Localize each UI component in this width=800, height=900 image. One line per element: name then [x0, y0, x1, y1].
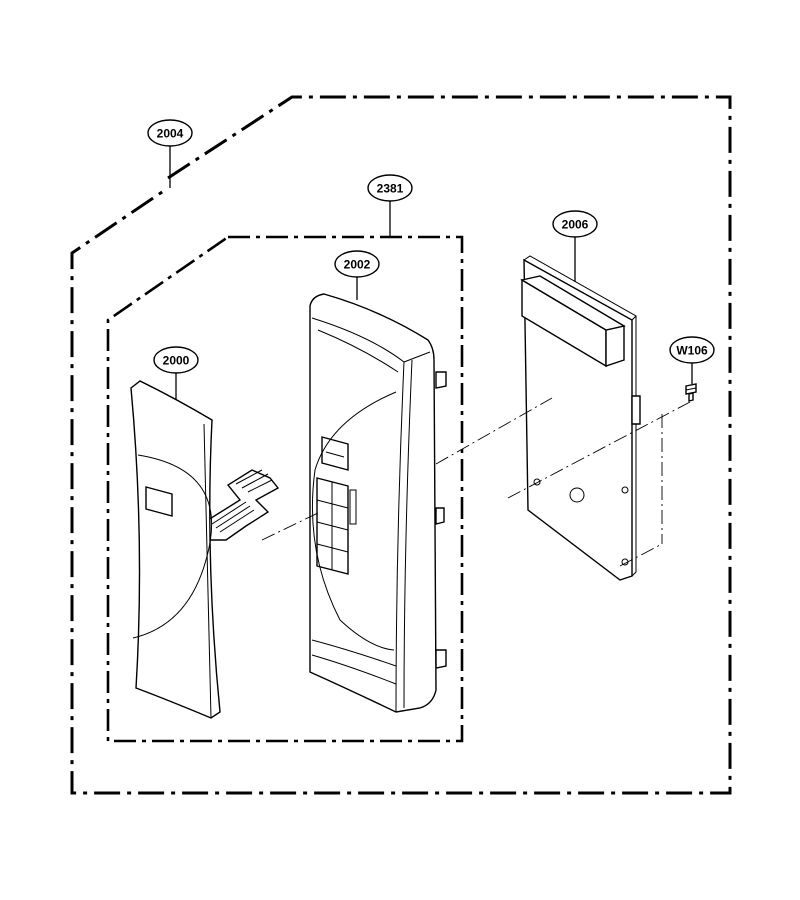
inner-assembly-boundary: [106, 235, 464, 743]
pcb-center-hole: [569, 487, 585, 503]
callout-2002-label: 2002: [344, 258, 371, 272]
callout-2006-label: 2006: [562, 218, 589, 232]
callout-2381-label: 2381: [377, 182, 404, 196]
callout-2381: 2381: [367, 174, 413, 202]
pcb-mounting-hole: [621, 486, 629, 494]
centerline-frame-to-pcb: [435, 397, 553, 465]
callout-2004: 2004: [147, 119, 193, 147]
centerline-screw-bottom: [619, 543, 663, 567]
overlay-graphic-curve: [132, 454, 213, 639]
part-w106-screw: [685, 383, 697, 402]
frame-graphic-curve: [311, 391, 397, 651]
ribbon-cable: [207, 469, 280, 541]
centerline-overlay-to-frame: [261, 511, 321, 541]
pcb-mounting-hole: [533, 478, 541, 486]
centerline-screw-top: [507, 401, 691, 499]
frame-display-window: [321, 436, 349, 471]
callout-2004-label: 2004: [157, 127, 184, 141]
callout-w106-label: W106: [676, 344, 708, 358]
callout-w106: W106: [669, 336, 715, 364]
callout-2000: 2000: [153, 346, 199, 374]
overlay-display-window: [145, 486, 173, 517]
outer-assembly-boundary: [70, 95, 732, 795]
part-2006-pcb: [520, 255, 641, 581]
part-2002-frame: [309, 293, 447, 713]
frame-keypad-grid: [316, 477, 357, 575]
part-2000-overlay: [130, 380, 280, 719]
callout-2002: 2002: [334, 250, 380, 278]
callout-2000-label: 2000: [163, 354, 190, 368]
callout-2006: 2006: [552, 210, 598, 238]
